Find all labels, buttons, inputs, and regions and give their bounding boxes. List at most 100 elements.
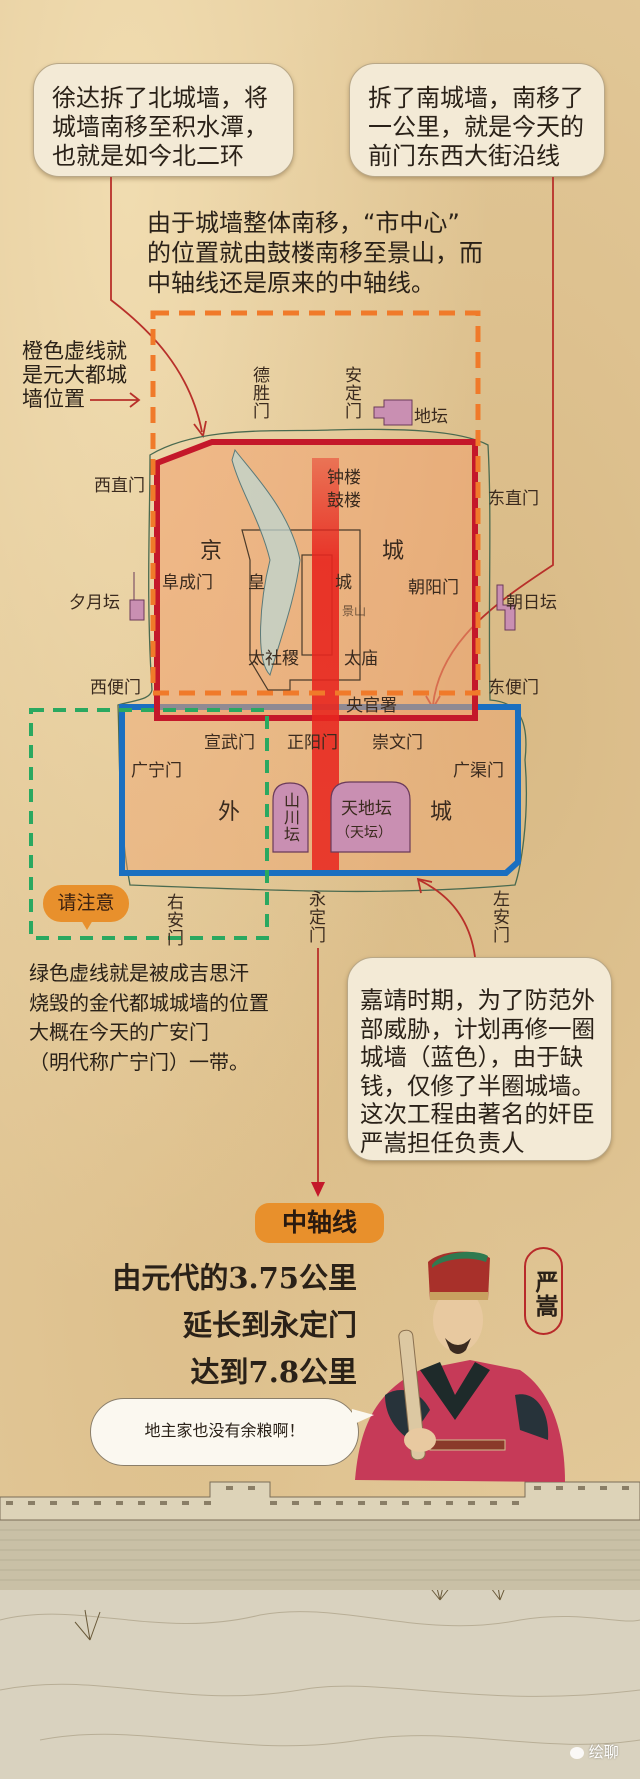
crenel — [204, 1501, 211, 1505]
beard — [445, 1338, 471, 1354]
label-huang: 皇 — [248, 573, 265, 593]
gate-xizhi: 西直门 — [94, 476, 145, 496]
callout-line: 这次工程由著名的奸臣 — [360, 1100, 595, 1128]
hat-band — [430, 1292, 488, 1300]
callout-line: 严嵩担任负责人 — [360, 1128, 525, 1157]
label-wai: 外 — [218, 800, 241, 825]
jingshan: 景山 — [342, 604, 367, 618]
note-line: 的位置就由鼓楼南移至景山，而 — [147, 239, 483, 267]
callout-north-wall: 徐达拆了北城墙，将 城墙南移至积水潭， 也就是如今北二环 — [33, 63, 294, 177]
callout-line: 城墙南移至积水潭， — [52, 113, 268, 141]
attention-badge-label: 请注意 — [57, 892, 115, 914]
gate-zhengyang: 正阳门 — [287, 733, 338, 753]
axis-length-text: 由元代的3.75公里 延长到永定门 达到7.8公里 — [112, 1255, 357, 1396]
crenel — [28, 1501, 35, 1505]
callout-line: 嘉靖时期，为了防范外 — [360, 986, 595, 1014]
altar-shanchuan: 山川坛 — [281, 792, 300, 843]
altar-xiyue: 夕月坛 — [69, 593, 120, 613]
crenel — [600, 1486, 607, 1490]
wall-lines — [0, 1529, 640, 1581]
gate-youan: 右安门 — [163, 893, 183, 947]
city-wall-face — [0, 1520, 640, 1590]
ditan-altar — [373, 399, 413, 426]
crenel — [424, 1501, 431, 1505]
crenel — [534, 1486, 541, 1490]
collar — [420, 1362, 490, 1420]
crenel — [358, 1501, 365, 1505]
jiajing-arrow-head — [416, 877, 433, 894]
portrait-name: 严嵩 — [531, 1270, 558, 1318]
imperial-city-outline — [241, 529, 361, 691]
crenel — [402, 1501, 409, 1505]
axis-line: 由元代的3.75公里 — [112, 1261, 357, 1295]
altar-tiandi: 天地坛 — [341, 799, 392, 819]
orange-dashed-note: 橙色虚线就 是元大都城 墙位置 — [22, 339, 127, 411]
altar-tiantan: （天坛） — [336, 825, 392, 841]
label-cheng-outer: 城 — [430, 800, 453, 825]
crenel — [138, 1501, 145, 1505]
crenel — [270, 1501, 277, 1505]
crenel — [94, 1501, 101, 1505]
sleeve-dark-right — [515, 1394, 549, 1440]
crenel — [468, 1501, 475, 1505]
taisheji: 太社稷 — [248, 649, 299, 669]
hands — [404, 1428, 436, 1452]
note-line: 烧毁的金代都城城墙的位置 — [29, 990, 269, 1015]
river-ripples — [0, 1611, 640, 1747]
green-dashed-note: 绿色虚线就是被成吉思汗 烧毁的金代都城城墙的位置 大概在今天的广安门 （明代称广… — [29, 959, 269, 1077]
gate-dongzhi: 东直门 — [488, 489, 539, 509]
center-shift-note: 由于城墙整体南移，“市中心” 的位置就由鼓楼南移至景山，而 中轴线还是原来的中轴… — [147, 208, 483, 298]
axis-line: 延长到永定门 — [182, 1308, 357, 1342]
tiandi-altar — [330, 781, 411, 853]
note-line: 由于城墙整体南移，“市中心” — [147, 209, 460, 237]
hu-tablet — [398, 1329, 426, 1461]
yangguan-shu: 央官署 — [346, 696, 397, 716]
callout-line: 前门东西大街沿线 — [368, 142, 560, 170]
crenel — [446, 1501, 453, 1505]
crenel — [578, 1486, 585, 1490]
crenel — [50, 1501, 57, 1505]
hat — [428, 1251, 490, 1300]
lakes — [231, 448, 301, 676]
crenel — [116, 1501, 123, 1505]
note-line: 绿色虚线就是被成吉思汗 — [29, 961, 249, 985]
label-huangcheng: 城 — [335, 573, 352, 593]
note-line: 墙位置 — [22, 387, 85, 411]
speech-text: 地主家也没有余粮啊！ — [144, 1421, 305, 1440]
note-line: （明代称广宁门）一带。 — [29, 1049, 249, 1074]
crenel — [182, 1501, 189, 1505]
axis-title-pill: 中轴线 — [255, 1203, 384, 1243]
watermark: 绘聊 — [570, 1741, 619, 1762]
note-line: 是元大都城 — [22, 363, 127, 387]
portrait-name-oval: 严嵩 — [524, 1247, 563, 1335]
crenel — [226, 1486, 233, 1490]
badge-pointer — [81, 920, 93, 930]
gate-anding: 安定门 — [341, 366, 361, 420]
gate-dongbian: 东便门 — [488, 678, 539, 698]
axis-arrow-head — [311, 1182, 325, 1197]
callout-line: 也就是如今北二环 — [52, 142, 244, 170]
xiyue-altar — [129, 572, 145, 621]
jin-zhongdu-wall-dashed — [29, 708, 269, 940]
bell-tower: 钟楼 — [327, 468, 361, 488]
gate-chongwen: 崇文门 — [372, 733, 423, 753]
callout-jiajing: 嘉靖时期，为了防范外 部威胁，计划再修一圈 城墙（蓝色），由于缺 钱，仅修了半圈… — [347, 957, 612, 1161]
gate-yongding: 永定门 — [305, 890, 325, 944]
inner-city-wall — [154, 439, 478, 721]
hat-top — [432, 1251, 488, 1268]
shanchuan-altar — [272, 782, 309, 853]
wechat-icon — [570, 1746, 584, 1759]
gate-xuanwu: 宣武门 — [204, 733, 255, 753]
callout-line: 一公里，就是今天的 — [368, 113, 584, 141]
crenel — [160, 1501, 167, 1505]
crenel — [556, 1486, 563, 1490]
label-jing: 京 — [200, 539, 223, 564]
callout-line: 拆了南城墙，南移了 — [368, 84, 584, 112]
gate-fucheng: 阜成门 — [162, 573, 213, 593]
gate-guangning: 广宁门 — [131, 761, 182, 781]
watermark-text: 绘聊 — [588, 1743, 619, 1761]
callout-south-wall: 拆了南城墙，南移了 一公里，就是今天的 前门东西大街沿线 — [349, 63, 605, 177]
speech-tail — [352, 1409, 374, 1425]
jiajing-leader — [418, 879, 476, 958]
